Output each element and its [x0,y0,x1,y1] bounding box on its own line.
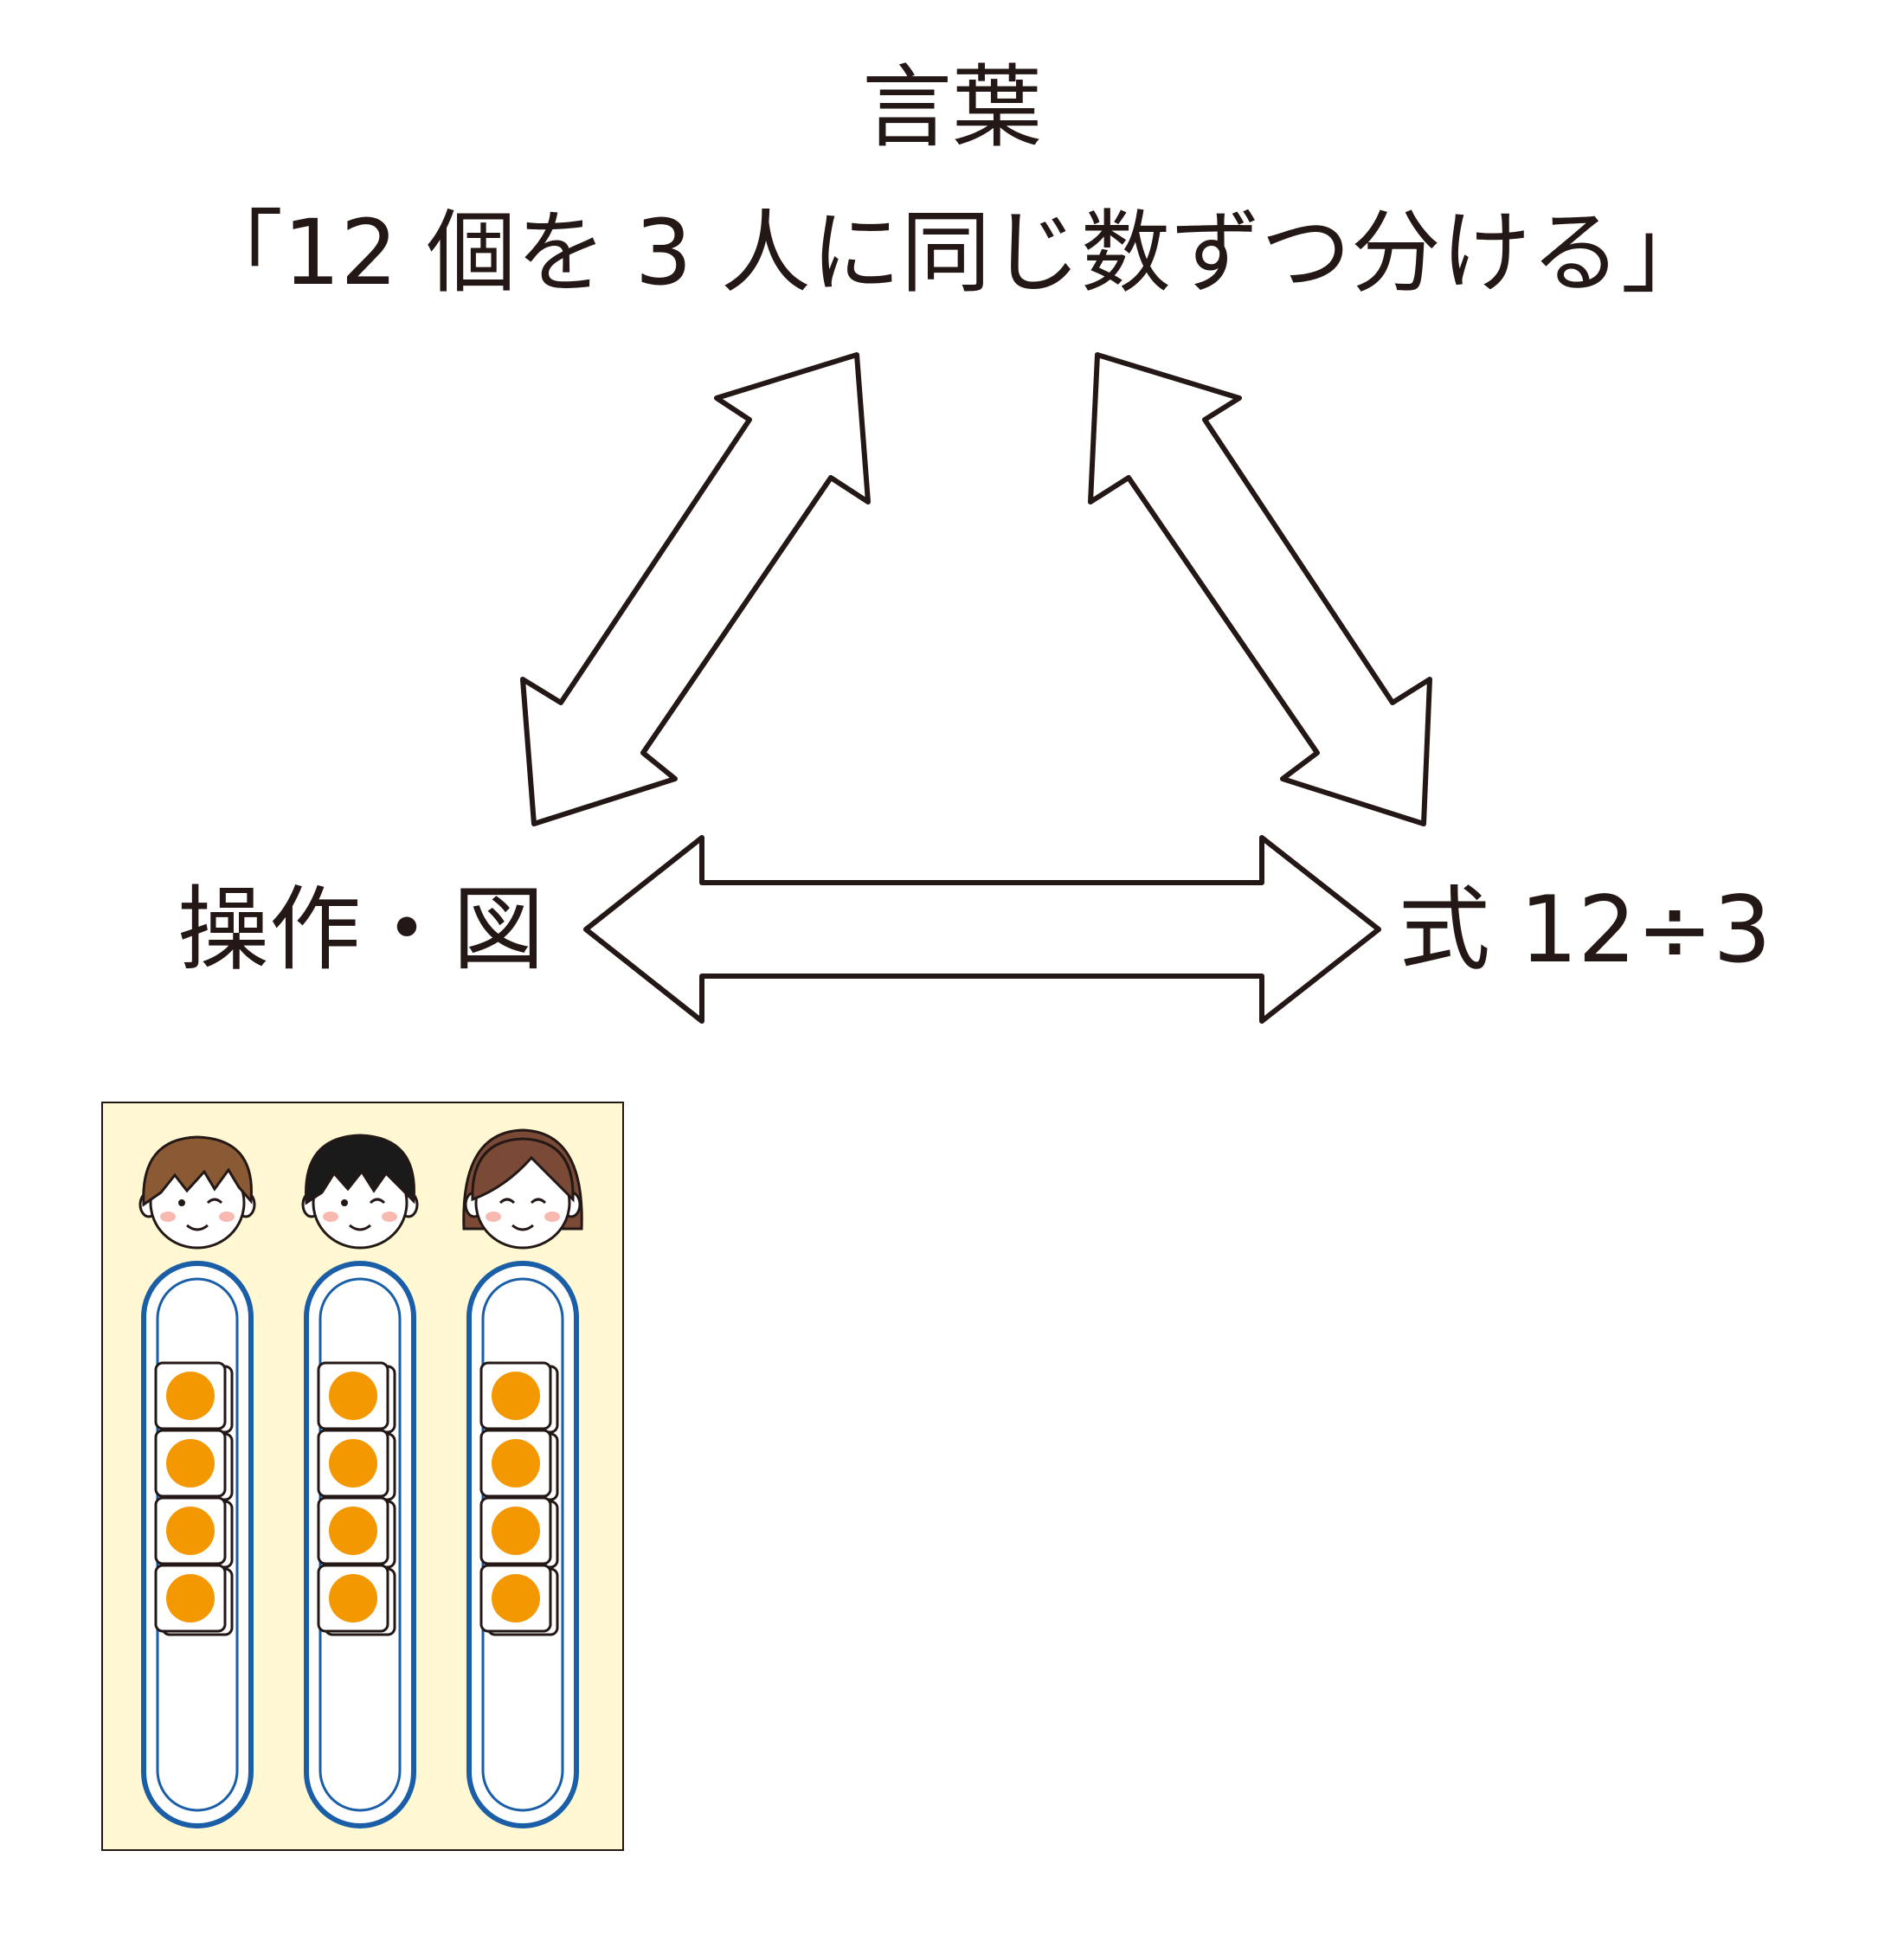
counter-block [317,1429,396,1501]
counter-block [154,1361,234,1434]
lane [304,1261,416,1828]
counter-block [154,1564,234,1636]
counter-block [154,1429,234,1501]
counter-block [317,1496,396,1569]
double-arrow-words-to-expression [1088,352,1432,826]
double-arrow-words-to-figure [520,352,871,826]
counter-block [479,1496,559,1569]
double-arrows [520,352,1432,1024]
counter-block [479,1429,559,1501]
manipulation-illustration [101,1102,624,1851]
lanes [141,1261,579,1828]
girl-face-icon [462,1128,583,1250]
boy-black-hair-face-icon [301,1134,419,1250]
double-arrow-figure-to-expression [583,835,1381,1024]
children-faces [138,1128,583,1250]
words-sentence: 「12 個を 3 人に同じ数ずつ分ける」 [193,200,1711,305]
operation-figure-label: 操作・図 [177,877,544,983]
lane [466,1261,579,1828]
words-title: 言葉 [861,55,1042,160]
lane [141,1261,254,1828]
expression-label: 式 12÷3 [1399,877,1772,983]
counter-block [154,1496,234,1569]
counter-block [317,1564,396,1636]
boy-brown-hair-face-icon [138,1135,256,1250]
counter-block [317,1361,396,1434]
counter-block [479,1361,559,1434]
counter-block [479,1564,559,1636]
